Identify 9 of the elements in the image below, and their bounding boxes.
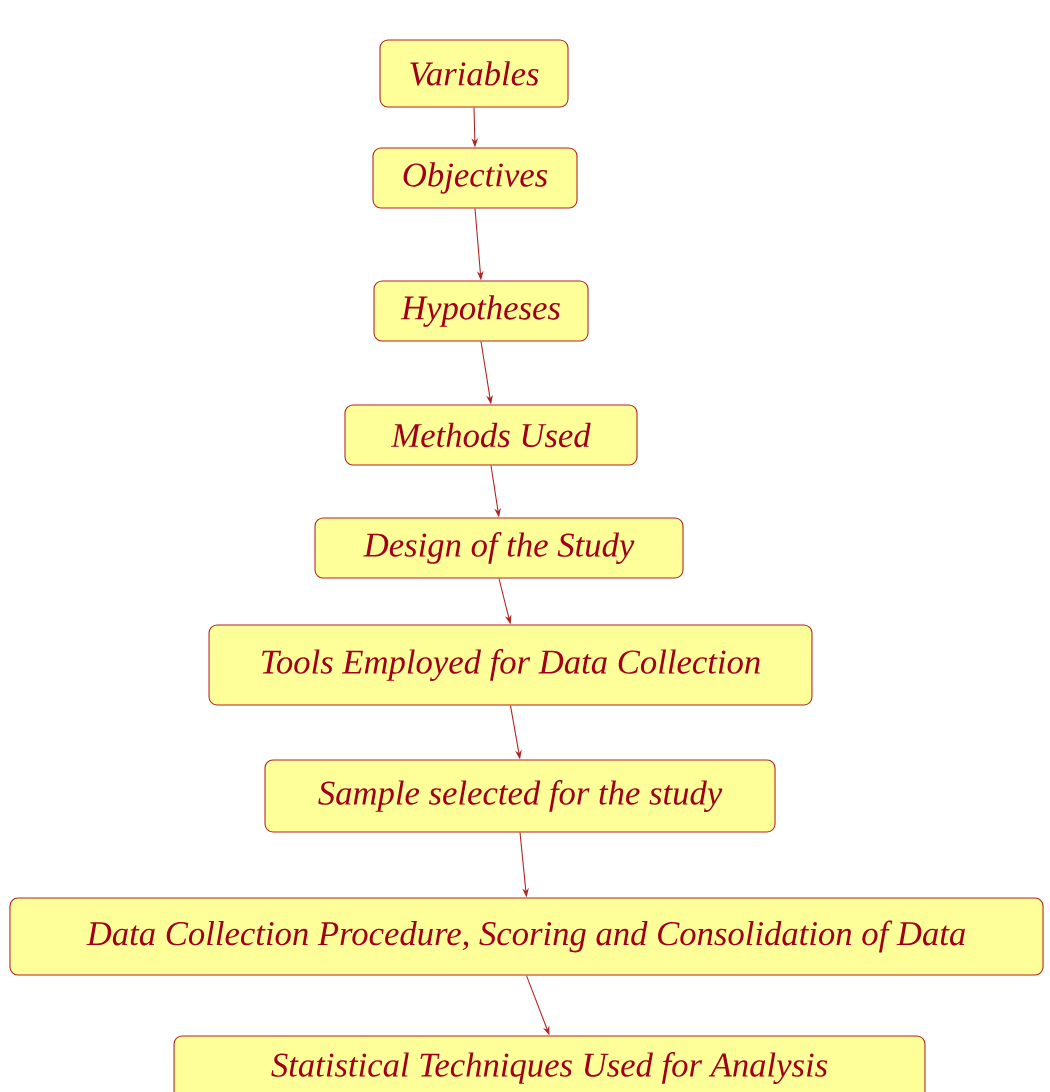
process-box: Sample selected for the study (264, 759, 776, 833)
process-box: Variables (379, 39, 569, 108)
process-box: Objectives (372, 147, 578, 209)
process-box: Design of the Study (314, 517, 684, 579)
process-box: Tools Employed for Data Collection (208, 624, 813, 706)
process-box: Methods Used (344, 404, 638, 466)
process-box: Data Collection Procedure, Scoring and Consolidation of Data (9, 897, 1044, 976)
process-box: Statistical Techniques Used for Analysis (173, 1035, 926, 1092)
process-box: Hypotheses (373, 280, 589, 342)
